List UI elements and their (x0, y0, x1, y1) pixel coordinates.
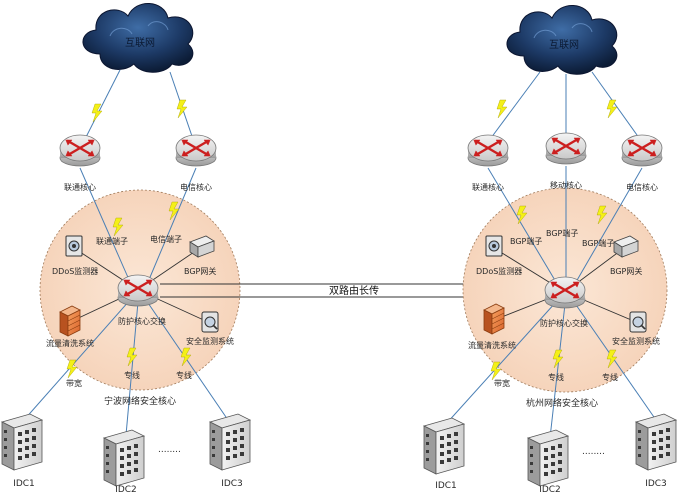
left-idc1-building-icon (1, 413, 43, 471)
right-idc2-building-icon (527, 429, 569, 487)
right-cloud-label: 互联网 (549, 39, 579, 51)
left-audit-device-label: 安全监测系统 (186, 336, 234, 346)
right-idc1-building-icon (423, 417, 465, 475)
left-idc3-label: IDC3 (221, 479, 243, 489)
right-isp-link-label-1: BGP端子 (510, 236, 542, 246)
left-firewall-label: 流量清洗系统 (46, 338, 94, 348)
left-isp-router-1-icon (58, 133, 102, 168)
left-idc-link-label-3: 专线 (176, 370, 192, 380)
left-isp-label-1: 联通核心 (64, 182, 96, 192)
right-site: 互联网 联通核心 移动核心 电信核心 BGP端子 BGP端子 BGP端子 DDo… (423, 4, 677, 495)
left-idc-ellipsis: ........ (158, 445, 181, 455)
right-isp-link-label-2: BGP端子 (546, 228, 578, 238)
right-audit-device-label: 安全监测系统 (612, 336, 660, 346)
right-isp-link-label-3: BGP端子 (582, 238, 614, 248)
left-uplink-bolt-2 (176, 99, 188, 119)
right-idc-link-label-2: 专线 (548, 372, 564, 382)
left-idc1-label: IDC1 (13, 479, 35, 489)
right-firewall-label: 流量清洗系统 (468, 340, 516, 350)
right-isp-router-2-icon (544, 131, 588, 166)
left-core-switch-icon (116, 273, 160, 308)
left-audit-device-icon (201, 311, 219, 333)
right-idc-ellipsis: ........ (582, 447, 605, 457)
right-core-switch-label: 防护核心交换 (540, 318, 588, 328)
right-idc-link-label-1: 带宽 (494, 378, 510, 388)
left-idc3-building-icon (209, 413, 251, 471)
left-cloud-label: 互联网 (125, 37, 155, 49)
left-ddos-detector-label: DDoS监测器 (52, 266, 98, 276)
right-idc-link-label-3: 专线 (602, 372, 618, 382)
right-isp-label-2: 移动核心 (550, 180, 582, 190)
right-idc1-label: IDC1 (435, 481, 457, 491)
left-idc-link-label-2: 专线 (124, 370, 140, 380)
left-bgp-gateway-label: BGP网关 (184, 266, 216, 276)
left-firewall-icon (59, 305, 81, 337)
right-audit-device-icon (629, 311, 647, 333)
right-uplink-bolt-1 (496, 99, 508, 119)
left-isp-router-2-icon (174, 133, 218, 168)
left-isp-link-label-1: 联通端子 (96, 236, 128, 246)
right-isp-label-1: 联通核心 (472, 182, 504, 192)
right-idc2-label: IDC2 (539, 485, 561, 495)
right-firewall-icon (483, 303, 505, 335)
right-ddos-detector-label: DDoS监测器 (476, 266, 522, 276)
right-ddos-detector-icon (485, 235, 503, 257)
right-zone-label: 杭州网络安全核心 (526, 397, 598, 409)
right-isp-label-3: 电信核心 (626, 182, 658, 192)
left-idc-link-label-1: 带宽 (66, 378, 82, 388)
left-zone-label: 宁波网络安全核心 (104, 395, 176, 407)
right-uplink-bolt-2 (606, 99, 618, 119)
right-core-switch-icon (543, 275, 587, 310)
right-idc3-building-icon (635, 413, 677, 471)
left-idc2-label: IDC2 (115, 485, 137, 495)
left-site: 互联网 联通核心 电信核心 联通端子 电信端子 DDoS监测器 BGP网关 防护… (1, 2, 251, 495)
right-isp-router-1-icon (466, 133, 510, 168)
right-isp-router-3-icon (620, 133, 664, 168)
inter-site-link-label: 双路由长传 (329, 284, 379, 297)
right-bgp-gateway-label: BGP网关 (610, 266, 642, 276)
left-idc2-building-icon (103, 429, 145, 487)
left-isp-link-label-2: 电信端子 (150, 234, 182, 244)
left-uplink-bolt-1 (91, 103, 103, 123)
left-core-switch-label: 防护核心交换 (118, 316, 166, 326)
left-isp-label-2: 电信核心 (180, 182, 212, 192)
right-idc3-label: IDC3 (645, 479, 667, 489)
left-ddos-detector-icon (65, 235, 83, 257)
